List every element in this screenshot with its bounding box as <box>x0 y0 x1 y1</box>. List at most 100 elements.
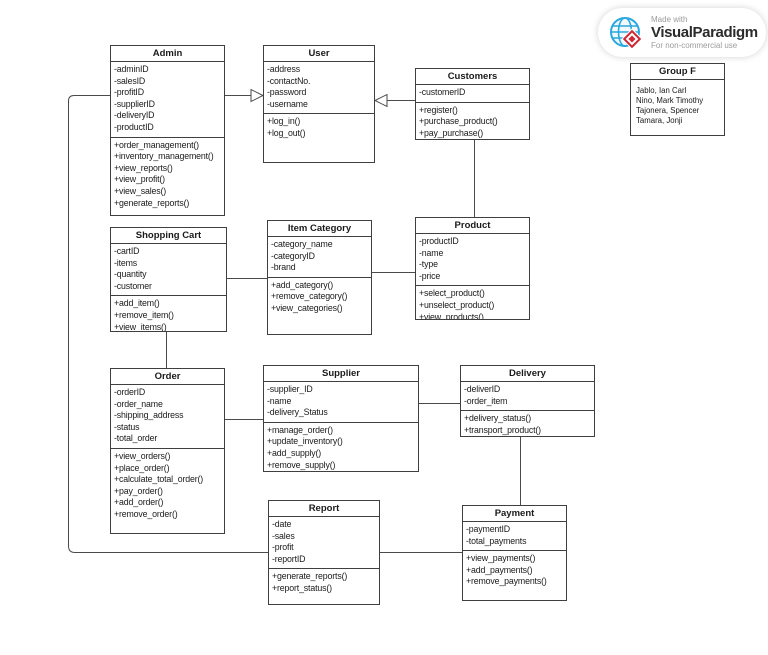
class-methods-order: +view_orders()+place_order()+calculate_t… <box>111 449 224 533</box>
attribute: -brand <box>271 262 296 273</box>
attribute: -price <box>419 270 441 281</box>
attribute: -orderID <box>114 387 146 397</box>
class-methods-shopping-cart: +add_item()+remove_item()+view_items() <box>111 296 226 332</box>
method: +view_reports() <box>114 162 173 173</box>
globe-icon <box>610 16 643 50</box>
method: +add_category() <box>271 279 334 290</box>
attribute: -deliverID <box>464 384 501 394</box>
class-attributes-payment: -paymentID-total_payments <box>463 522 566 552</box>
attribute: -cartID <box>114 246 140 256</box>
attribute: -name <box>267 395 292 406</box>
method: +add_payments() <box>466 564 533 575</box>
method: +view_profit() <box>114 174 165 185</box>
attribute: -date <box>272 519 292 529</box>
method: +remove_order() <box>114 508 178 519</box>
method: +remove_payments() <box>466 576 547 587</box>
method: +add_supply() <box>267 447 322 458</box>
class-title-payment: Payment <box>463 506 566 522</box>
method: +manage_order() <box>267 424 333 435</box>
method: +view_categories() <box>271 302 343 313</box>
method: +add_order() <box>114 497 164 508</box>
method: +transport_product() <box>464 424 541 435</box>
class-methods-report: +generate_reports()+report_status() <box>269 569 379 604</box>
attribute: -shipping_address <box>114 410 184 421</box>
badge-license: For non-commercial use <box>651 40 738 50</box>
method: +add_item() <box>114 298 160 309</box>
attribute: -categoryID <box>271 250 315 261</box>
attribute: -total_order <box>114 433 158 444</box>
class-attributes-item-category: -category_name-categoryID-brand <box>268 237 371 278</box>
class-order[interactable]: Order -orderID-order_name-shipping_addre… <box>110 368 225 534</box>
method: +log_out() <box>267 127 306 138</box>
class-payment[interactable]: Payment -paymentID-total_payments +view_… <box>462 505 567 601</box>
attribute: -name <box>419 247 444 258</box>
attribute: -customer <box>114 280 152 291</box>
attribute: -order_name <box>114 398 163 409</box>
attribute: -supplier_ID <box>267 384 313 394</box>
class-methods-admin: +order_management()+inventory_management… <box>111 138 224 215</box>
class-shopping-cart[interactable]: Shopping Cart -cartID-items-quantity-cus… <box>110 227 227 332</box>
attribute: -order_item <box>464 395 508 406</box>
class-delivery[interactable]: Delivery -deliverID-order_item +delivery… <box>460 365 595 437</box>
class-admin[interactable]: Admin -adminID-salesID-profitID-supplier… <box>110 45 225 216</box>
class-attributes-supplier: -supplier_ID-name-delivery_Status <box>264 382 418 423</box>
method: +view_products() <box>419 311 484 320</box>
class-title-supplier: Supplier <box>264 366 418 382</box>
attribute: -salesID <box>114 75 146 86</box>
note-member: Nino, Mark Timothy <box>636 96 704 105</box>
class-methods-payment: +view_payments()+add_payments()+remove_p… <box>463 551 566 600</box>
class-user[interactable]: User -address-contactNo.-password-userna… <box>263 45 375 163</box>
class-item-category[interactable]: Item Category -category_name-categoryID-… <box>267 220 372 335</box>
class-product[interactable]: Product -productID-name-type-price +sele… <box>415 217 530 320</box>
method: +remove_item() <box>114 309 174 320</box>
class-methods-user: +log_in()+log_out() <box>264 114 374 162</box>
method: +report_status() <box>272 582 332 593</box>
method: +order_management() <box>114 139 199 150</box>
method: +purchase_product() <box>419 116 498 127</box>
method: +delivery_status() <box>464 413 531 424</box>
attribute: -deliveryID <box>114 110 155 121</box>
attribute: -password <box>267 87 307 98</box>
attribute: -reportID <box>272 553 306 564</box>
method: +view_sales() <box>114 185 167 196</box>
class-attributes-user: -address-contactNo.-password-username <box>264 62 374 115</box>
attribute: -supplierID <box>114 98 155 109</box>
vp-diamond-icon <box>621 27 643 50</box>
method: +view_items() <box>114 321 167 332</box>
attribute: -profitID <box>114 87 144 98</box>
class-attributes-product: -productID-name-type-price <box>416 234 529 287</box>
method: +remove_supply() <box>267 459 336 470</box>
attribute: -profit <box>272 542 294 553</box>
method: +log_in() <box>267 116 301 127</box>
attribute: -status <box>114 421 140 432</box>
class-title-product: Product <box>416 218 529 234</box>
method: +view_orders() <box>114 450 171 461</box>
method: +generate_reports() <box>272 571 348 582</box>
badge-brand: VisualParadigm <box>651 23 758 41</box>
method: +register() <box>419 104 458 115</box>
class-customers[interactable]: Customers -customerID +register()+purcha… <box>415 68 530 140</box>
attribute: -paymentID <box>466 524 510 534</box>
method: +view_payments() <box>466 553 536 564</box>
class-attributes-order: -orderID-order_name-shipping_address-sta… <box>111 385 224 449</box>
class-methods-item-category: +add_category()+remove_category()+view_c… <box>268 278 371 334</box>
method: +update_inventory() <box>267 436 343 447</box>
class-report[interactable]: Report -date-sales-profit-reportID +gene… <box>268 500 380 605</box>
attribute: -category_name <box>271 239 333 249</box>
badge-made-with: Made with <box>651 14 688 24</box>
attribute: -total_payments <box>466 535 527 546</box>
class-supplier[interactable]: Supplier -supplier_ID-name-delivery_Stat… <box>263 365 419 472</box>
class-methods-delivery: +delivery_status()+transport_product() <box>461 411 594 436</box>
method: +inventory_management() <box>114 151 214 162</box>
attribute: -address <box>267 64 301 74</box>
generalization-arrow-user-left <box>250 88 265 103</box>
method: +place_order() <box>114 462 170 473</box>
visual-paradigm-badge[interactable]: Made with VisualParadigm For non-commerc… <box>598 8 766 57</box>
attribute: -productID <box>114 121 154 132</box>
method: +remove_category() <box>271 291 348 302</box>
class-title-report: Report <box>269 501 379 517</box>
attribute: -type <box>419 259 438 270</box>
